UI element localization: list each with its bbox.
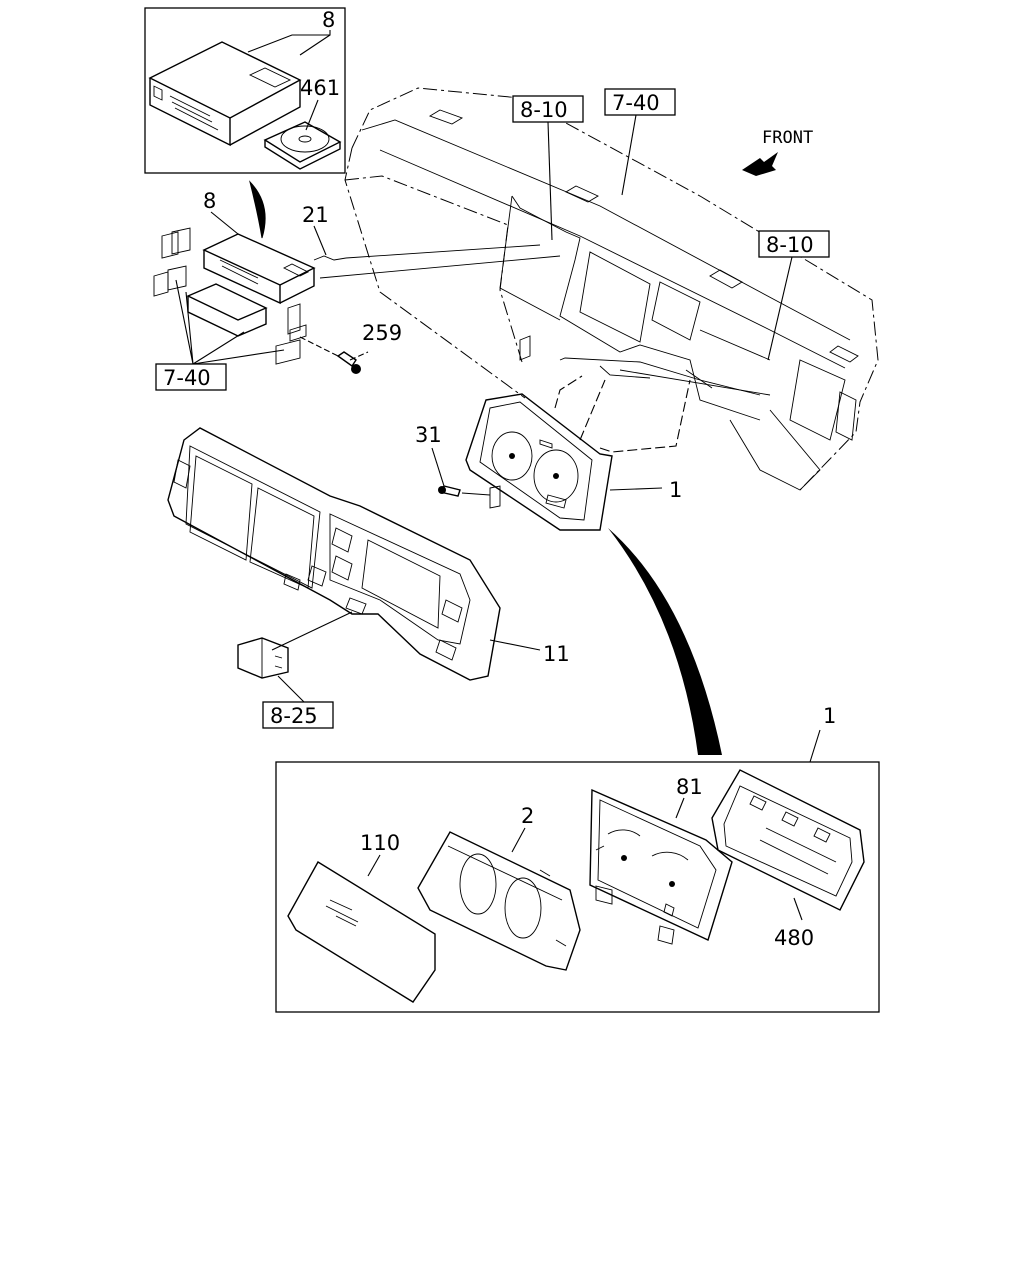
detail-arrow bbox=[608, 528, 722, 755]
callout-11: 11 bbox=[543, 642, 570, 666]
radio-assembly bbox=[153, 211, 561, 374]
callout-31: 31 bbox=[415, 423, 442, 447]
switch-unit bbox=[237, 611, 353, 703]
svg-text:FRONT: FRONT bbox=[762, 128, 813, 148]
callout-81: 81 bbox=[676, 775, 703, 799]
callout-8-mid: 8 bbox=[203, 189, 216, 213]
front-indicator: FRONT bbox=[742, 128, 813, 176]
svg-text:8-10: 8-10 bbox=[520, 98, 568, 122]
dashboard-panel bbox=[344, 87, 879, 491]
svg-text:8-25: 8-25 bbox=[270, 704, 318, 728]
ref-7-40-top: 7-40 bbox=[604, 88, 676, 196]
callout-259: 259 bbox=[362, 321, 402, 345]
radio-inset bbox=[144, 7, 346, 174]
ref-8-10-right: 8-10 bbox=[758, 230, 830, 361]
svg-text:8-10: 8-10 bbox=[766, 233, 814, 257]
callout-2: 2 bbox=[521, 804, 534, 828]
callout-8-top: 8 bbox=[322, 8, 335, 32]
ref-8-10-top: 8-10 bbox=[512, 95, 584, 241]
callout-110: 110 bbox=[360, 831, 400, 855]
inset-arrow bbox=[249, 180, 266, 239]
callout-21: 21 bbox=[302, 203, 329, 227]
cluster-exploded-detail bbox=[275, 729, 880, 1013]
callout-1-detail: 1 bbox=[823, 704, 836, 728]
svg-text:7-40: 7-40 bbox=[163, 366, 211, 390]
callout-480: 480 bbox=[774, 926, 814, 950]
instrument-cluster bbox=[431, 375, 691, 531]
callout-1-cluster: 1 bbox=[669, 478, 682, 502]
callout-461: 461 bbox=[300, 76, 340, 100]
svg-text:7-40: 7-40 bbox=[612, 91, 660, 115]
ref-8-25: 8-25 bbox=[262, 701, 334, 729]
ref-7-40-left: 7-40 bbox=[155, 363, 227, 391]
cluster-bezel bbox=[167, 427, 541, 681]
